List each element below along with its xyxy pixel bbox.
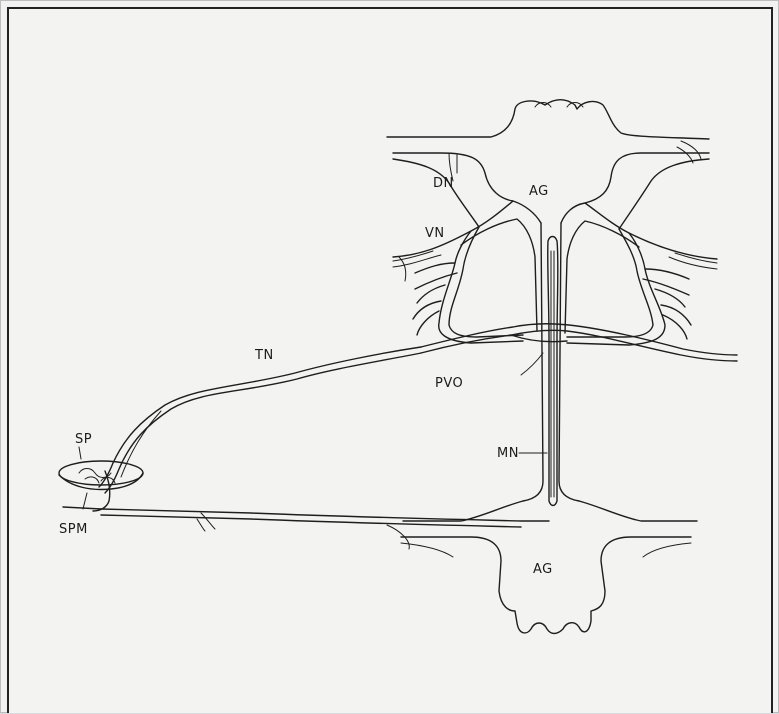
label-pvo: PVO xyxy=(435,376,463,391)
label-ag-top: AG xyxy=(529,184,549,199)
label-mn: MN xyxy=(497,446,519,461)
label-ag-bottom: AG xyxy=(533,562,553,577)
ventral-nerve-left xyxy=(399,219,537,343)
label-dn: DN xyxy=(433,176,454,191)
transverse-nerve xyxy=(99,347,421,493)
leader-pvo xyxy=(521,353,543,375)
label-spm: SPM xyxy=(59,522,88,537)
label-sp: SP xyxy=(75,432,92,447)
label-tn: TN xyxy=(254,348,274,363)
median-nerve xyxy=(523,223,579,506)
label-vn: VN xyxy=(425,226,445,241)
perivisceral-organ xyxy=(421,324,737,361)
